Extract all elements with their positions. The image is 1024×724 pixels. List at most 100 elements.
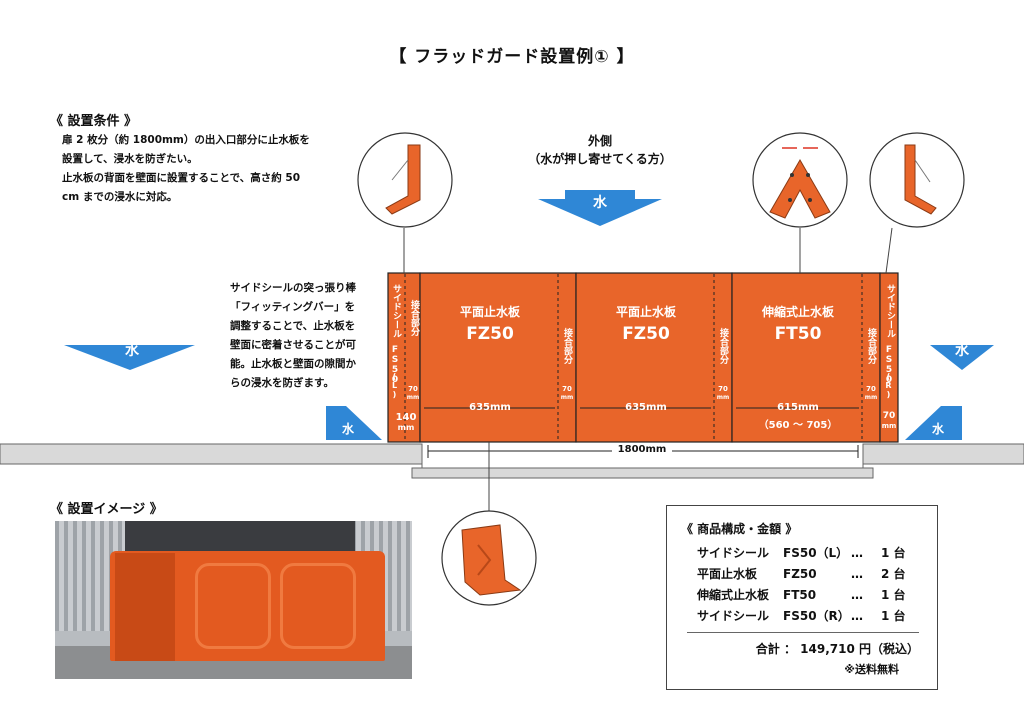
product-dots: …	[851, 546, 863, 560]
product-qty: 2 台	[881, 567, 906, 581]
conditions-line: cm までの浸水に対応。	[62, 191, 178, 203]
water-label-top: 水	[593, 195, 607, 211]
panel-fz50-1	[419, 272, 577, 443]
right-seal-name: サイドシール	[885, 284, 895, 338]
product-shipping: ※送料無料	[844, 663, 899, 676]
water-arrow-small-left	[326, 406, 382, 440]
product-qty: 1 台	[881, 546, 906, 560]
joint-width-1: 70	[408, 385, 418, 393]
conditions-heading: 《 設置条件 》	[50, 114, 138, 129]
conditions-line: 止水板の背面を壁面に設置することで、高さ約 50	[62, 172, 301, 184]
product-row: 平面止水板 FZ50 … 2 台	[697, 564, 927, 585]
joint-unit-2: mm	[560, 394, 574, 401]
image-heading: 《 設置イメージ 》	[50, 502, 163, 517]
product-dots: …	[851, 609, 863, 623]
ground-right	[862, 443, 1024, 465]
seal-r-drawing	[904, 144, 937, 215]
product-name: サイドシール	[697, 609, 770, 623]
right-seal-model: FS50	[884, 345, 894, 385]
threshold-bar	[411, 467, 874, 479]
joint-width-3: 70	[718, 385, 728, 393]
joint-unit-3: mm	[716, 394, 730, 401]
right-seal-side: (R)	[884, 372, 893, 399]
side-note-line: らの浸水を防ぎます。	[230, 377, 334, 389]
page-title: 【 フラッドガード設置例① 】	[389, 47, 635, 67]
product-qty: 1 台	[881, 609, 906, 623]
panel1-model: FZ50	[466, 324, 514, 344]
water-arrow-small-right	[905, 406, 962, 440]
leader-lines	[403, 227, 893, 512]
panel3-range: （560 ～ 705）	[758, 420, 838, 431]
left-seal-side: (L)	[390, 372, 399, 399]
product-row: サイドシール FS50（R） … 1 台	[697, 606, 927, 627]
panel1-name: 平面止水板	[459, 305, 520, 319]
product-heading: 《 商品構成・金額 》	[681, 522, 798, 536]
joint-label-3: 接合部分	[718, 328, 728, 364]
conditions-line: 設置して、浸水を防ぎたい。	[62, 153, 198, 165]
panel-ridge-1	[195, 563, 271, 649]
product-qty: 1 台	[881, 588, 906, 602]
right-seal-width: 70	[882, 411, 896, 421]
water-label-small-left: 水	[341, 422, 354, 436]
side-note: サイドシールの突っ張り棒 「フィッティングバー」を 調整することで、止水板を 壁…	[230, 279, 400, 393]
product-model: FS50（L）	[783, 546, 849, 560]
panel3-model: FT50	[774, 324, 822, 344]
side-seal-photo	[115, 553, 175, 661]
panel3-name: 伸縮式止水板	[761, 305, 834, 319]
joint-label-2: 接合部分	[562, 328, 572, 364]
product-model: FS50（R）	[783, 609, 850, 623]
panel3-width: 615mm	[777, 402, 819, 413]
conditions-text: 扉 2 枚分（約 1800mm）の出入口部分に止水板を 設置して、浸水を防ぎたい…	[62, 131, 362, 207]
panel2-name: 平面止水板	[615, 305, 676, 319]
joint-lines	[404, 274, 863, 441]
joint-unit-4: mm	[864, 394, 878, 401]
ft50-drawing	[769, 147, 831, 219]
product-row: 伸縮式止水板 FT50 … 1 台	[697, 585, 927, 606]
side-note-line: 壁面に密着させることが可	[230, 339, 356, 351]
left-seal-name: サイドシール	[391, 284, 401, 338]
side-note-line: サイドシールの突っ張り棒	[230, 282, 356, 294]
joint-width-2: 70	[562, 385, 572, 393]
outside-line1: 外側	[587, 134, 612, 148]
product-name: サイドシール	[697, 546, 770, 560]
product-total: 合計 ： 149,710 円（税込）	[755, 642, 919, 656]
fz50-drawing	[461, 524, 522, 596]
product-name: 平面止水板	[697, 567, 758, 581]
side-note-line: 能。止水板と壁面の隙間か	[230, 358, 356, 370]
product-box: 《 商品構成・金額 》 サイドシール FS50（L） … 1 台 平面止水板 F…	[666, 505, 938, 690]
seal-l-drawing	[385, 144, 421, 215]
panel-left-seal	[387, 272, 421, 443]
side-note-line: 「フィッティングバー」を	[230, 301, 356, 313]
panel-right-seal	[879, 272, 899, 443]
product-name: 伸縮式止水板	[697, 588, 770, 602]
panel-fz50-2	[575, 272, 733, 443]
water-arrow-left-big	[64, 345, 195, 370]
installation-photo	[55, 521, 412, 679]
callout-circle-left-seal	[357, 132, 453, 228]
outside-line2: （水が押し寄せてくる方）	[528, 152, 672, 166]
ground-left	[0, 443, 423, 465]
panel-ridge-2	[280, 563, 356, 649]
water-label-right: 水	[955, 343, 969, 359]
water-label-small-right: 水	[931, 422, 944, 436]
right-seal-unit: mm	[881, 422, 897, 430]
joint-label-1: 接合部分	[409, 300, 419, 336]
left-seal-model: FS50	[390, 345, 400, 385]
product-dots: …	[851, 567, 863, 581]
product-list: サイドシール FS50（L） … 1 台 平面止水板 FZ50 … 2 台 伸縮…	[697, 543, 927, 627]
product-row: サイドシール FS50（L） … 1 台	[697, 543, 927, 564]
conditions-line: 扉 2 枚分（約 1800mm）の出入口部分に止水板を	[62, 134, 310, 146]
water-arrow-down	[538, 190, 662, 226]
product-divider	[687, 632, 919, 633]
left-seal-width: 140	[395, 412, 417, 423]
panel-ft50	[731, 272, 881, 443]
side-note-line: 調整することで、止水板を	[230, 320, 356, 332]
total-width: 1800mm	[612, 444, 672, 455]
panel2-width: 635mm	[625, 402, 667, 413]
callout-circle-right-seal	[869, 132, 965, 228]
left-seal-unit: mm	[397, 423, 415, 432]
joint-unit-1: mm	[406, 394, 420, 401]
water-label-left: 水	[125, 343, 139, 359]
outside-label: 外側 （水が押し寄せてくる方）	[500, 132, 700, 168]
